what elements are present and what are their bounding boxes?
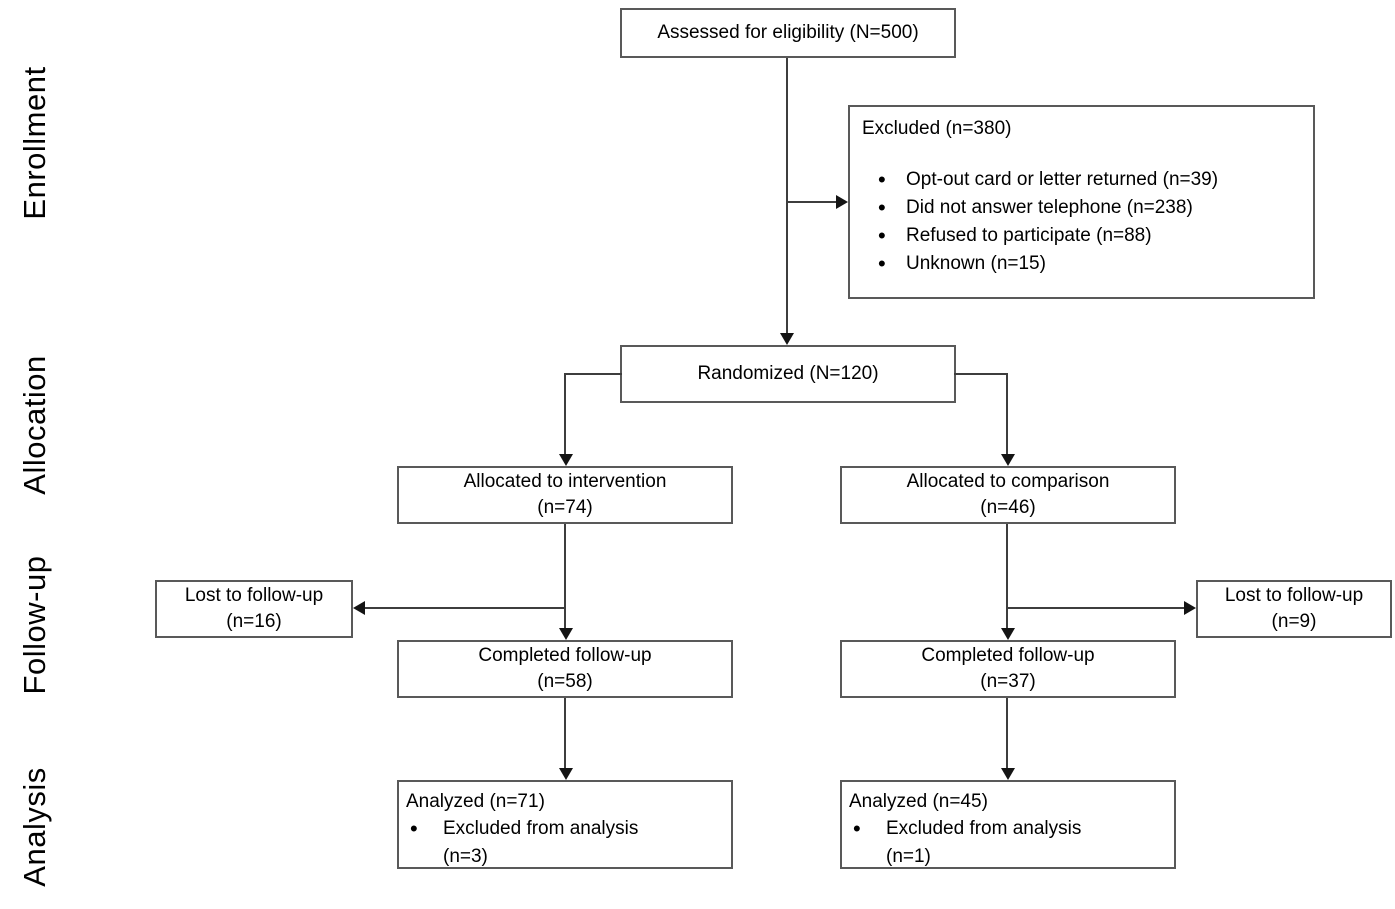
connector-followup-analyzed-right [1006, 698, 1008, 769]
connector-randomized-right-h [954, 373, 1008, 375]
analyzed-intervention-excluded-n: (n=3) [443, 846, 488, 867]
completed-followup-intervention-line2: (n=58) [537, 671, 593, 692]
lost-followup-comparison-box: Lost to follow-up (n=9) [1196, 580, 1392, 638]
lost-followup-comparison-line2: (n=9) [1271, 611, 1317, 632]
arrowhead-down-icon [780, 333, 794, 345]
connector-comparison-followup [1006, 524, 1008, 628]
connector-followup-analyzed-left [564, 698, 566, 769]
allocated-intervention-box: Allocated to intervention (n=74) [397, 466, 733, 524]
completed-followup-intervention-line1: Completed follow-up [478, 645, 652, 666]
allocated-intervention-line2: (n=74) [537, 497, 593, 518]
excluded-reason-item: Opt-out card or letter returned (n=39) [862, 166, 1303, 194]
lost-followup-intervention-box: Lost to follow-up (n=16) [155, 580, 353, 638]
arrowhead-left-icon [353, 601, 365, 615]
analyzed-intervention-excluded: Excluded from analysis [406, 815, 723, 843]
analyzed-intervention-box: Analyzed (n=71) Excluded from analysis (… [397, 780, 733, 869]
allocated-comparison-line2: (n=46) [980, 497, 1036, 518]
arrowhead-right-icon [836, 195, 848, 209]
arrowhead-down-icon [1001, 768, 1015, 780]
allocated-intervention-line1: Allocated to intervention [463, 471, 667, 492]
excluded-reason-item: Refused to participate (n=88) [862, 222, 1303, 250]
lost-followup-intervention-line2: (n=16) [226, 611, 282, 632]
connector-to-lost-left [364, 607, 566, 609]
arrowhead-down-icon [1001, 628, 1015, 640]
assessed-eligibility-box: Assessed for eligibility (N=500) [620, 8, 956, 58]
completed-followup-comparison-line1: Completed follow-up [921, 645, 1095, 666]
excluded-box: Excluded (n=380) Opt-out card or letter … [848, 105, 1315, 299]
connector-intervention-followup [564, 524, 566, 628]
connector-randomized-left-h [564, 373, 622, 375]
connector-to-excluded [786, 201, 838, 203]
allocated-comparison-box: Allocated to comparison (n=46) [840, 466, 1176, 524]
completed-followup-comparison-line2: (n=37) [980, 671, 1036, 692]
stage-label-analysis: Analysis [17, 767, 52, 887]
excluded-title: Excluded (n=380) [862, 118, 1012, 139]
stage-label-follow-up: Follow-up [17, 555, 52, 695]
connector-randomized-right-v [1006, 373, 1008, 455]
arrowhead-right-icon [1184, 601, 1196, 615]
allocated-comparison-line1: Allocated to comparison [906, 471, 1110, 492]
arrowhead-down-icon [559, 628, 573, 640]
lost-followup-comparison-line1: Lost to follow-up [1224, 585, 1364, 606]
connector-randomized-left-v [564, 373, 566, 455]
arrowhead-down-icon [559, 768, 573, 780]
randomized-box: Randomized (N=120) [620, 345, 956, 403]
excluded-reason-item: Did not answer telephone (n=238) [862, 194, 1303, 222]
randomized-text: Randomized (N=120) [697, 363, 879, 384]
analyzed-comparison-excluded: Excluded from analysis [849, 815, 1166, 843]
arrowhead-down-icon [1001, 454, 1015, 466]
analyzed-comparison-box: Analyzed (n=45) Excluded from analysis (… [840, 780, 1176, 869]
completed-followup-intervention-box: Completed follow-up (n=58) [397, 640, 733, 698]
stage-label-allocation: Allocation [17, 355, 52, 495]
analyzed-comparison-excluded-n: (n=1) [886, 846, 931, 867]
assessed-eligibility-text: Assessed for eligibility (N=500) [657, 22, 919, 43]
arrowhead-down-icon [559, 454, 573, 466]
analyzed-comparison-title: Analyzed (n=45) [849, 791, 988, 812]
connector-to-lost-right [1007, 607, 1185, 609]
completed-followup-comparison-box: Completed follow-up (n=37) [840, 640, 1176, 698]
stage-label-enrollment: Enrollment [17, 66, 52, 220]
connector-assessed-randomized [786, 58, 788, 335]
excluded-reasons-list: Opt-out card or letter returned (n=39) D… [862, 166, 1303, 278]
analyzed-intervention-title: Analyzed (n=71) [406, 791, 545, 812]
lost-followup-intervention-line1: Lost to follow-up [184, 585, 324, 606]
excluded-reason-item: Unknown (n=15) [862, 250, 1303, 278]
